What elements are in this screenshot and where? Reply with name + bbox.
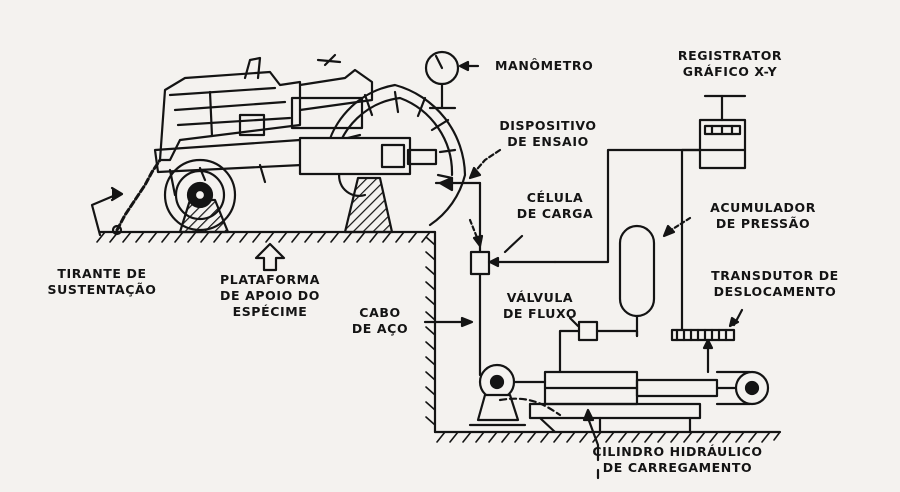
dispositivo-pointer xyxy=(468,148,502,180)
flow-valve xyxy=(558,316,639,374)
pit-wall xyxy=(425,230,437,434)
upper-floor xyxy=(96,230,437,243)
load-cable xyxy=(423,181,484,377)
lower-floor xyxy=(433,430,782,443)
load-cell xyxy=(469,234,557,276)
tie-rod xyxy=(90,158,162,237)
platform-arrow xyxy=(254,242,286,272)
xy-recorder xyxy=(553,94,747,332)
manometer-gauge xyxy=(424,50,480,110)
cilindro-pointer xyxy=(582,408,600,480)
rear-support-block xyxy=(343,176,394,234)
manometer-label: MANÔMETRO xyxy=(495,58,594,73)
front-support-block xyxy=(178,198,230,234)
hydraulic-cylinder xyxy=(528,370,770,434)
pressure-accumulator xyxy=(618,216,692,338)
test-device-housing xyxy=(298,136,482,192)
cable-pulley xyxy=(468,363,562,427)
displacement-transducer xyxy=(670,308,744,374)
